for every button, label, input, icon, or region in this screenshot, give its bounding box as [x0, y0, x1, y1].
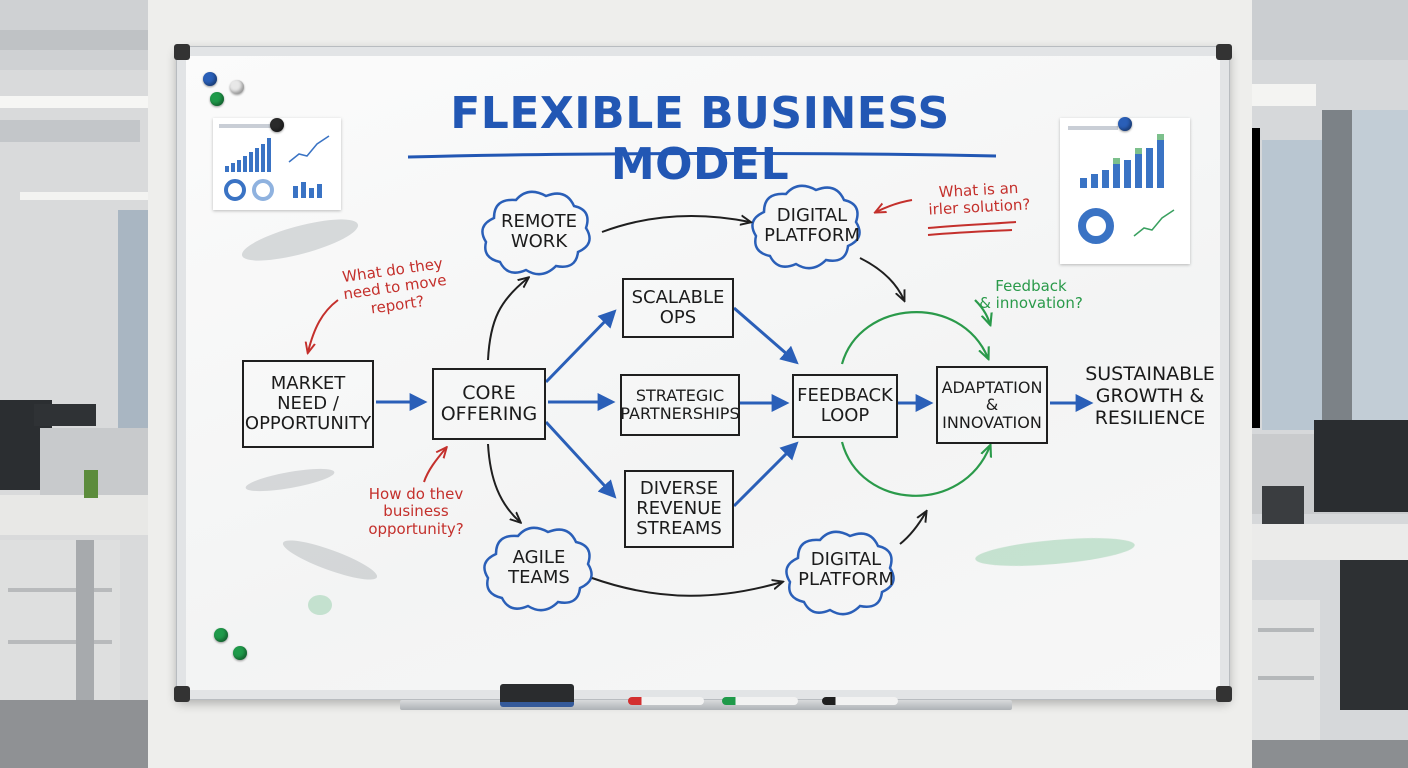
- node-market-need: MARKET NEED / OPPORTUNITY: [242, 360, 374, 448]
- arrow-core-scalable: [544, 309, 617, 384]
- chart-poster-left: [213, 118, 341, 210]
- marker-tray: [400, 700, 1012, 710]
- note-bottom-left: How do thev business opportunity?: [368, 485, 464, 538]
- node-feedback-loop: FEEDBACK LOOP: [792, 374, 898, 438]
- arrow-red-top-right: [876, 199, 913, 212]
- board-corner: [174, 44, 190, 60]
- node-agile-teams: AGILE TEAMS: [508, 547, 570, 588]
- cloud-digital-platform-bottom: [785, 530, 895, 616]
- arrow-core-remote: [487, 278, 528, 361]
- node-scalable-ops: SCALABLE OPS: [622, 278, 734, 338]
- title-underline: [407, 151, 997, 159]
- note-top-right: What is an irler solution?: [928, 178, 1031, 219]
- node-diverse-revenue: DIVERSE REVENUE STREAMS: [624, 470, 734, 548]
- node-core-offering: CORE OFFERING: [432, 368, 546, 440]
- red-underline: [927, 229, 1013, 236]
- arrow-digital-adaptation: [899, 512, 926, 545]
- arrow-diverse-feedback: [732, 441, 799, 508]
- node-remote-work: REMOTE WORK: [501, 211, 577, 252]
- cloud-remote-work: [481, 190, 591, 276]
- black-marker: [822, 697, 898, 705]
- poster-chart-graphic: [1068, 126, 1175, 244]
- arrow-remote-digital: [601, 216, 750, 233]
- board-title: FLEXIBLE BUSINESS MODEL: [450, 88, 950, 190]
- arrow-green-note: [974, 299, 990, 324]
- node-strategic-partnerships: STRATEGIC PARTNERSHIPS: [620, 374, 740, 436]
- red-underline: [927, 221, 1017, 229]
- board-eraser: [500, 684, 574, 707]
- arrow-core-agile: [487, 443, 520, 522]
- node-outcome: SUSTAINABLE GROWTH & RESILIENCE: [1085, 363, 1215, 429]
- node-digital-platform-bottom: DIGITAL PLATFORM: [798, 549, 894, 590]
- cloud-digital-platform-top: [751, 184, 861, 270]
- magnet: [233, 646, 247, 660]
- arrow-red-bottom-left: [423, 448, 446, 483]
- magnet: [203, 72, 217, 86]
- magnet: [214, 628, 228, 642]
- node-adaptation-innovation: ADAPTATION & INNOVATION: [936, 366, 1048, 444]
- magnet: [230, 80, 244, 94]
- arrow-core-diverse: [544, 420, 617, 499]
- arrow-agile-digital: [591, 577, 782, 597]
- arrow-red-top-left: [308, 299, 339, 352]
- board-corner: [174, 686, 190, 702]
- poster-chart-graphic: [219, 124, 330, 201]
- node-digital-platform-top: DIGITAL PLATFORM: [764, 205, 860, 246]
- magnet: [1118, 117, 1132, 131]
- arrow-scalable-feedback: [733, 306, 799, 365]
- chart-poster-right: [1060, 118, 1190, 264]
- note-green: Feedback & innovation?: [979, 277, 1083, 313]
- board-corner: [1216, 44, 1232, 60]
- magnet: [210, 92, 224, 106]
- cloud-agile-teams: [483, 526, 593, 612]
- loop-arrow-bottom: [840, 441, 990, 497]
- green-marker: [722, 697, 798, 705]
- arrow-digital-feedback: [859, 257, 904, 300]
- loop-arrow-top: [840, 311, 988, 365]
- red-marker: [628, 697, 704, 705]
- board-corner: [1216, 686, 1232, 702]
- magnet: [270, 118, 284, 132]
